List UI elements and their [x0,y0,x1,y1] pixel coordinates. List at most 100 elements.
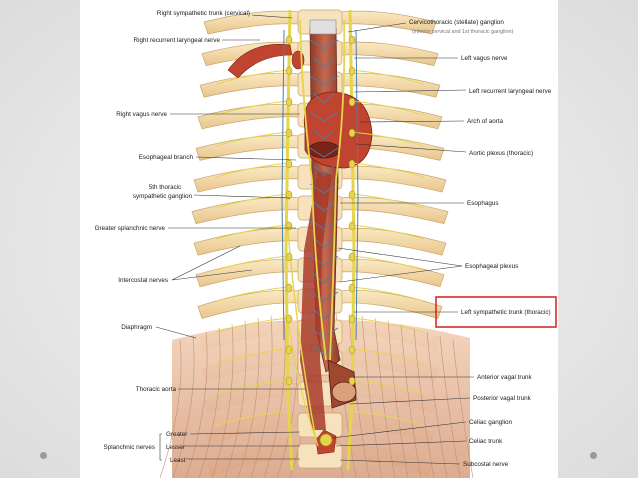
label-least: Least [170,457,186,464]
intercostal-nerve-left [215,348,289,364]
label-intercostal-nerves: Intercostal nerves [118,277,168,284]
label-cervicothoracic-ganglion: Cervicothoracic (stellate) ganglion [409,19,504,26]
plexus-strand [313,129,335,140]
sympathetic-ganglion-right [285,221,293,231]
trachea-top [309,19,337,35]
sympathetic-ganglion-right [285,314,293,324]
label-celiac-ganglion: Celiac ganglion [469,419,513,426]
diaphragm-fiber [172,335,195,478]
right-sympathetic-trunk [284,9,294,471]
sympathetic-ganglion-right [285,190,293,200]
sympathetic-ganglion-left [348,190,356,200]
sympathetic-ganglion-right [285,97,293,107]
sympathetic-ganglion-right [285,345,293,355]
intercostal-nerve-right [351,410,425,426]
plexus-strand [313,165,335,176]
rib-right [339,72,441,98]
intercostal-nerve-left [215,69,289,85]
intercostal-nerve-left [215,286,289,302]
slide-bullet-dot-right [590,452,597,459]
label-left-vagus-nerve: Left vagus nerve [461,55,508,62]
sympathetic-ganglion-left [348,345,356,355]
intercostal-nerve-left [215,193,289,209]
diaphragm-fiber [237,318,260,478]
diaphragm-fiber [263,313,286,478]
intercostal-nerve-right [351,317,425,333]
rib-left [193,165,301,193]
sympathetic-ganglion-left [348,159,356,169]
rib-right [339,258,445,288]
plexus-strand [313,57,335,68]
diaphragm-fiber [400,324,422,478]
label-arch-of-aorta: Arch of aorta [467,118,504,125]
diaphragm-fiber [198,327,221,478]
label-greater: Greater [166,431,187,438]
label-right-vagus-nerve: Right vagus nerve [116,111,167,118]
diaphragm-fiber [348,313,370,478]
right-subclavian-artery [227,44,293,79]
esophagus-cut-end [331,381,357,403]
rib-left [195,134,301,161]
rib-right [339,227,447,256]
label-anterior-vagal-trunk: Anterior vagal trunk [477,374,532,381]
sympathetic-ganglion-left [348,376,356,386]
label-subcostal-nerve: Subcostal nerve [463,461,509,468]
rib-left [195,258,301,288]
label-lesser: Lesser [166,444,185,451]
diaphragm-striations [159,312,474,478]
azygos-vessel [281,29,285,341]
plexus-strand [309,39,339,50]
label-left-recurrent-laryngeal-nerve: Left recurrent laryngeal nerve [469,88,552,95]
intercostal-nerve-right [351,69,425,85]
intercostal-nerve-left [215,317,289,333]
rib-right [339,165,447,193]
splanchnic-bracket [159,433,162,461]
label-greater-splanchnic-nerve: Greater splanchnic nerve [95,225,166,232]
sympathetic-ganglion-right [285,159,293,169]
sympathetic-ganglion-right [285,128,293,138]
rib-left [197,103,301,130]
intercostal-nerve-right [351,131,425,147]
plexus-strand [309,111,339,122]
rib-left [197,289,301,319]
sympathetic-ganglion-right [285,252,293,262]
sympathetic-ganglion-right [285,283,293,293]
diaphragm-fiber [224,320,247,478]
intercostal-nerve-right [351,193,425,209]
esophageal-plexus-network [215,19,425,447]
intercostal-nerve-left [215,162,289,178]
diaphragm-fiber [185,331,208,478]
intercostal-nerve-right [351,286,425,302]
sympathetic-ganglion-left [348,66,356,76]
lesser-splanchnic [287,319,319,447]
plexus-strand [309,219,339,230]
label-right-recurrent-laryngeal-nerve: Right recurrent laryngeal nerve [134,37,221,44]
label-thoracic-aorta: Thoracic aorta [136,386,177,393]
sympathetic-ganglion-left [348,35,356,45]
diaphragm-fiber [413,327,435,478]
label-aortic-plexus: Aortic plexus (thoracic) [469,150,533,157]
intercostal-nerve-right [351,162,425,178]
plexus-strand [313,237,335,248]
intercostal-nerve-left [215,410,289,426]
diaphragm-fiber [159,339,182,478]
intercostal-nerve-right [351,224,425,240]
celiac-ganglion-shape [319,433,333,447]
thoracic-aorta-shape [300,170,332,430]
rib-right [339,289,443,319]
diaphragm-fiber [439,335,461,478]
label-celiac-trunk: Celiac trunk [469,438,503,445]
leader-lines [155,14,474,465]
right-vagus-nerve [299,19,327,361]
rib-right [339,10,437,35]
label-esophagus: Esophagus [467,200,499,207]
label-diaphragm: Diaphragm [121,324,152,331]
label-posterior-vagal-trunk: Posterior vagal trunk [473,395,532,402]
sympathetic-ganglion-left [348,314,356,324]
left-sympathetic-trunk [346,9,356,471]
plexus-strand [313,309,335,320]
left-vagus-nerve [329,19,346,361]
diaphragm-fiber [426,331,448,478]
diaphragm-fiber [250,315,273,478]
sympathetic-ganglion-right [285,376,293,386]
